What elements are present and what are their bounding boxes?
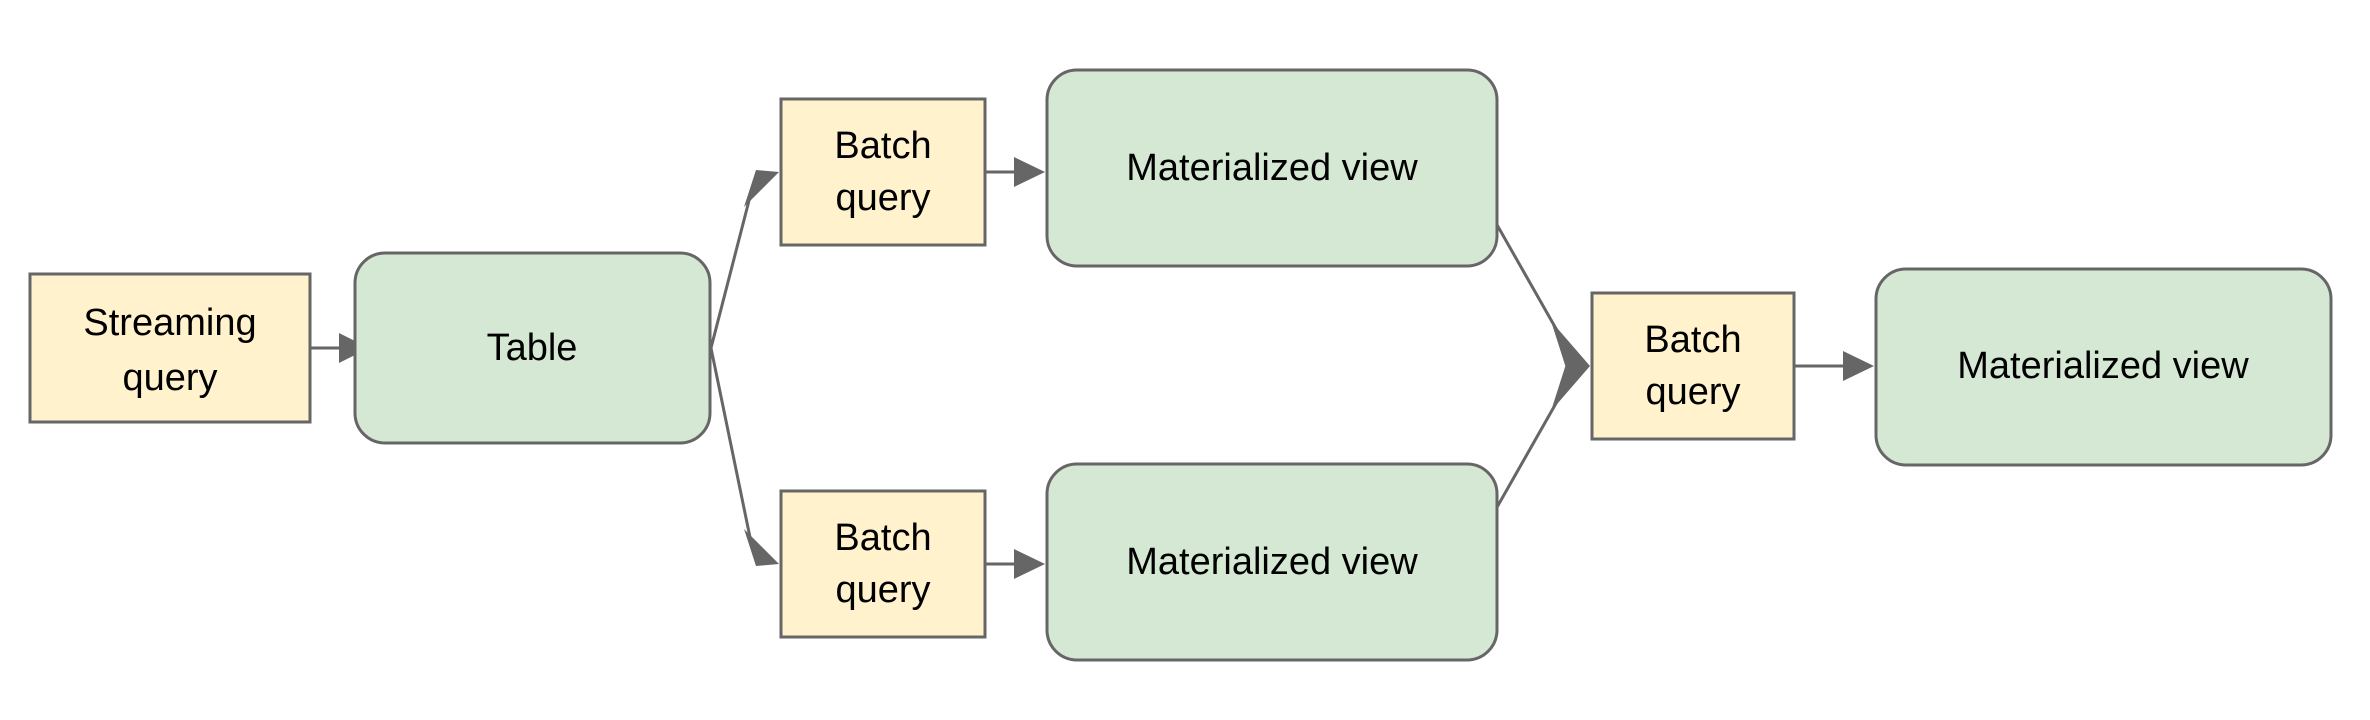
arrowhead-icon	[1014, 157, 1045, 187]
edge-batch-query-join-to-materialized-view-final	[1795, 351, 1874, 381]
node-layer: Streaming query Table Batch query Materi…	[28, 68, 2333, 662]
edge-line	[709, 188, 754, 349]
node-label-line1: Materialized view	[1126, 541, 1418, 583]
node-shape-rounded-rectangle[interactable]	[1874, 267, 2333, 467]
edge-batch-query-top-to-materialized-view-top	[986, 157, 1045, 187]
node-label-line2: query	[835, 569, 930, 611]
node-batch-query-join[interactable]: Batch query	[1590, 291, 1796, 441]
node-table[interactable]: Table	[353, 251, 712, 445]
edge-line	[1490, 390, 1565, 517]
node-shape-rectangle[interactable]	[779, 97, 987, 247]
node-label-line1: Materialized view	[1957, 345, 2249, 387]
node-shape-rectangle[interactable]	[28, 272, 312, 424]
node-label-line1: Batch	[834, 517, 931, 559]
node-shape-rectangle[interactable]	[779, 489, 987, 639]
arrowhead-icon	[1551, 321, 1590, 368]
node-materialized-view-final[interactable]: Materialized view	[1874, 267, 2333, 467]
node-shape-rounded-rectangle[interactable]	[1045, 68, 1499, 268]
edge-line	[709, 347, 754, 548]
edge-layer	[311, 157, 1874, 579]
edge-line	[1490, 215, 1565, 342]
node-batch-query-bottom[interactable]: Batch query	[779, 489, 987, 639]
arrowhead-icon	[1014, 549, 1045, 579]
arrowhead-icon	[1551, 364, 1590, 411]
edge-materialized-view-top-to-batch-query-join	[1490, 215, 1590, 368]
arrowhead-icon	[744, 529, 779, 566]
node-batch-query-top[interactable]: Batch query	[779, 97, 987, 247]
node-shape-rounded-rectangle[interactable]	[1045, 462, 1499, 662]
node-materialized-view-top[interactable]: Materialized view	[1045, 68, 1499, 268]
node-streaming-query[interactable]: Streaming query	[28, 272, 312, 424]
node-label-line1: Batch	[1644, 319, 1741, 361]
node-label-line1: Table	[487, 327, 578, 369]
edge-batch-query-bottom-to-materialized-view-bottom	[986, 549, 1045, 579]
node-label-line1: Batch	[834, 125, 931, 167]
node-materialized-view-bottom[interactable]: Materialized view	[1045, 462, 1499, 662]
node-label-line1: Streaming	[83, 302, 256, 344]
edge-materialized-view-bottom-to-batch-query-join	[1490, 364, 1590, 517]
edge-table-to-batch-query-bottom	[709, 347, 779, 566]
arrowhead-icon	[744, 170, 779, 207]
node-shape-rectangle[interactable]	[1590, 291, 1796, 441]
node-label-line2: query	[1645, 371, 1740, 413]
node-shape-rounded-rectangle[interactable]	[353, 251, 712, 445]
node-label-line1: Materialized view	[1126, 147, 1418, 189]
node-label-line2: query	[835, 177, 930, 219]
node-label-line2: query	[122, 357, 217, 399]
edge-table-to-batch-query-top	[709, 170, 779, 349]
arrowhead-icon	[1843, 351, 1874, 381]
